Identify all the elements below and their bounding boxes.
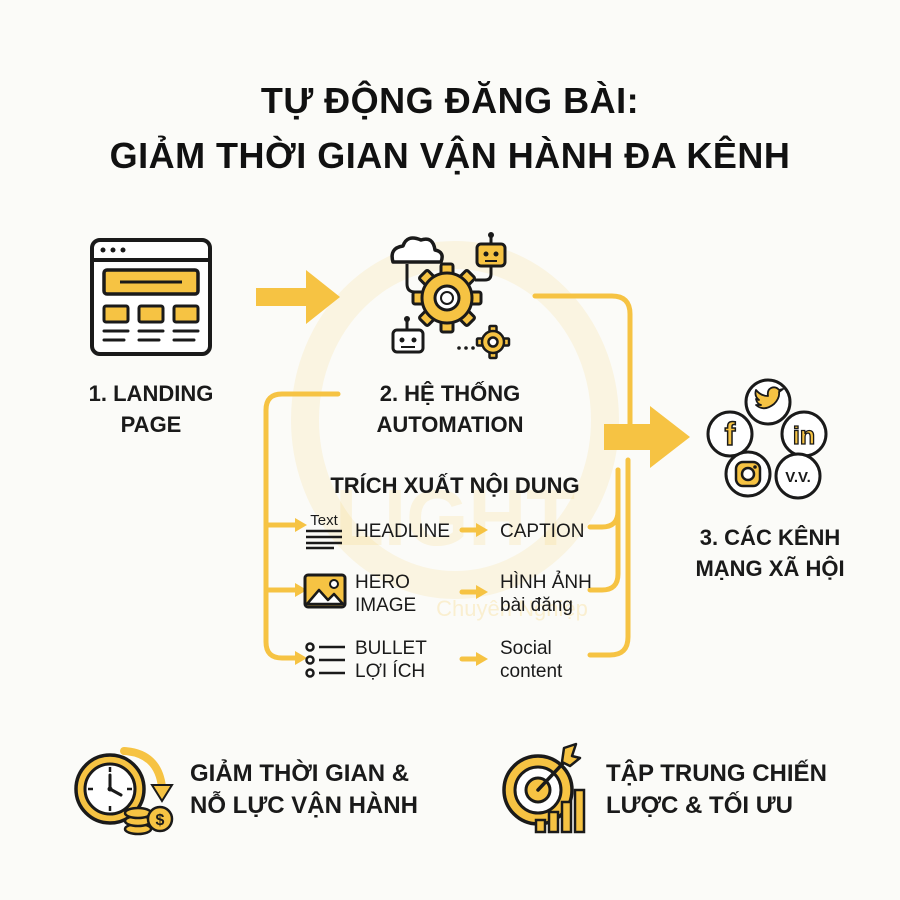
step-landing-label-line2: PAGE bbox=[120, 412, 182, 437]
text-icon: Text bbox=[306, 512, 342, 550]
extract-output-image-line2: bài đăng bbox=[500, 595, 573, 616]
target-growth-icon bbox=[502, 742, 586, 834]
extract-section-title: TRÍCH XUẤT NỘI DUNG bbox=[330, 473, 580, 498]
step-channels-label-line2: MẠNG XÃ HỘI bbox=[695, 556, 845, 581]
extract-source-hero-line1: HERO bbox=[355, 572, 410, 593]
arrow-landing-to-automation bbox=[256, 270, 340, 324]
svg-text:in: in bbox=[793, 422, 815, 450]
extract-source-bullet-line1: BULLET bbox=[355, 638, 427, 659]
clock-coins-icon: $ bbox=[74, 747, 174, 836]
benefit-2-line2: LƯỢC & TỐI ƯU bbox=[606, 792, 793, 819]
extract-source-hero-line2: IMAGE bbox=[355, 595, 417, 616]
svg-text:f: f bbox=[725, 416, 736, 452]
extract-source-bullet-line2: LỢI ÍCH bbox=[355, 661, 426, 682]
automation-icon bbox=[390, 232, 511, 360]
page-title-line1: TỰ ĐỘNG ĐĂNG BÀI: bbox=[260, 80, 640, 121]
text-icon-label: Text bbox=[310, 512, 338, 529]
extract-output-image-line1: HÌNH ẢNH bbox=[500, 572, 592, 593]
benefit-2-line1: TẬP TRUNG CHIẾN bbox=[606, 760, 827, 787]
benefit-1-line1: GIẢM THỜI GIAN & bbox=[190, 760, 410, 787]
step-landing-label-line1: 1. LANDING bbox=[88, 381, 214, 406]
benefit-1-line2: NỖ LỰC VẬN HÀNH bbox=[190, 792, 418, 819]
extract-source-headline: HEADLINE bbox=[355, 521, 451, 542]
landing-page-icon bbox=[90, 238, 212, 356]
arrow-to-channels bbox=[604, 406, 690, 468]
bullet-list-icon bbox=[305, 642, 345, 678]
watermark-tagline: Chuyên Nghiệp bbox=[436, 596, 588, 621]
page-title-line2: GIẢM THỜI GIAN VẬN HÀNH ĐA KÊNH bbox=[109, 135, 791, 176]
step-automation-label-line1: 2. HỆ THỐNG bbox=[379, 381, 521, 406]
step-channels-label-line1: 3. CÁC KÊNH bbox=[699, 525, 841, 550]
other-channels-icon bbox=[774, 452, 822, 500]
extract-output-social-line2: content bbox=[500, 661, 563, 682]
extract-output-social-line1: Social bbox=[500, 638, 552, 659]
svg-text:$: $ bbox=[156, 812, 165, 829]
watermark-brand: LIGHT bbox=[335, 473, 575, 562]
step-automation-label-line2: AUTOMATION bbox=[376, 412, 524, 437]
facebook-icon bbox=[706, 410, 754, 458]
image-icon bbox=[303, 573, 347, 609]
social-channels-icon: f in V.V. bbox=[706, 378, 828, 500]
extract-output-caption: CAPTION bbox=[500, 521, 585, 542]
other-channels-label: V.V. bbox=[785, 469, 811, 486]
